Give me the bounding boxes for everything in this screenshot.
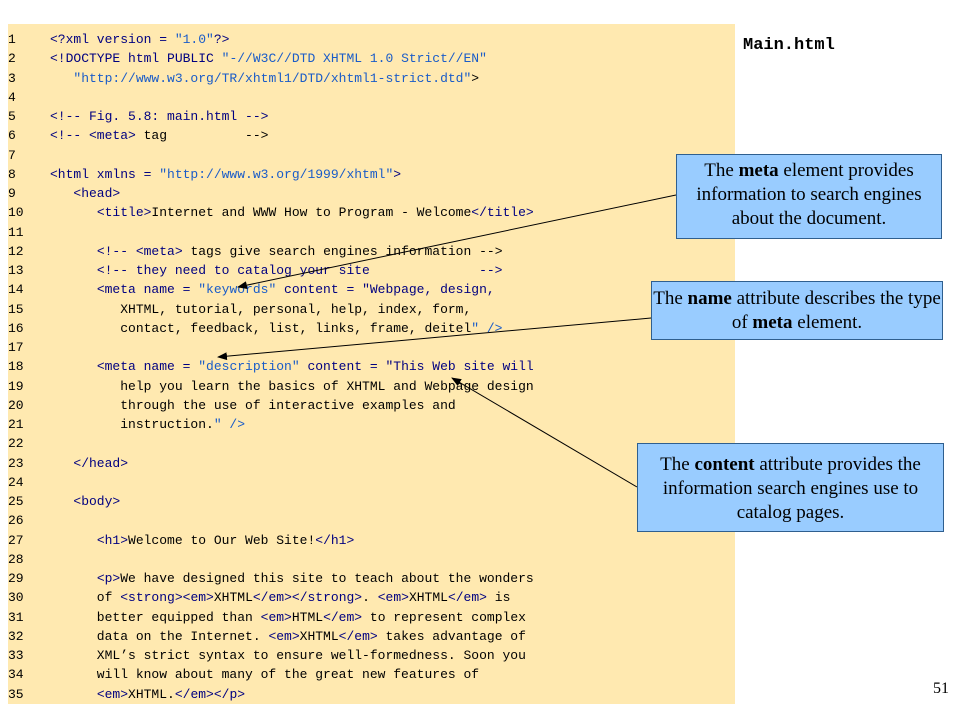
line-number: 27 xyxy=(8,532,24,548)
code-line: 13 <!-- they need to catalog your site -… xyxy=(8,263,502,278)
callout-meta: The meta element provides information to… xyxy=(676,154,942,239)
code-line: 29 <p>We have designed this site to teac… xyxy=(8,571,534,586)
line-number: 7 xyxy=(8,147,16,163)
callout-name-pre: The xyxy=(653,288,688,309)
page-number: 51 xyxy=(933,680,949,697)
line-number: 15 xyxy=(8,301,24,317)
line-number: 34 xyxy=(8,667,24,683)
code-line: 12 <!-- <meta> tags give search engines … xyxy=(8,244,503,259)
callout-meta-post: element provides information to search e… xyxy=(696,160,922,229)
code-line: 1<?xml version = "1.0"?> xyxy=(8,32,229,47)
code-line: 35 <em>XHTML.</em></p> xyxy=(8,687,245,702)
line-number: 5 xyxy=(8,109,16,124)
code-line: 22 xyxy=(8,436,50,451)
code-line: 23 </head> xyxy=(8,456,128,471)
callout-meta-keyword: meta xyxy=(738,160,779,181)
callout-name-keyword2: meta xyxy=(752,312,793,333)
line-number: 2 xyxy=(8,51,16,67)
line-number: 18 xyxy=(8,359,24,375)
code-line: 32 data on the Internet. <em>XHTML</em> … xyxy=(8,629,526,644)
code-line: 24 xyxy=(8,475,50,490)
code-line: 14 <meta name = "keywords" content = "We… xyxy=(8,282,495,297)
arrow-name xyxy=(217,317,652,361)
callout-name-post: element. xyxy=(792,312,863,333)
line-number: 31 xyxy=(8,609,24,625)
callout-name: The name attribute describes the type of… xyxy=(651,281,943,340)
line-number: 6 xyxy=(8,128,16,144)
code-line: 19 help you learn the basics of XHTML an… xyxy=(8,379,534,394)
code-line: 3 "http://www.w3.org/TR/xhtml1/DTD/xhtml… xyxy=(8,71,479,86)
line-number: 13 xyxy=(8,263,24,278)
line-number: 23 xyxy=(8,455,24,471)
callout-content-keyword: content xyxy=(694,454,755,475)
code-line: 31 better equipped than <em>HTML</em> to… xyxy=(8,610,526,625)
callout-meta-pre: The xyxy=(704,160,739,181)
code-line: 20 through the use of interactive exampl… xyxy=(8,398,456,413)
line-number: 12 xyxy=(8,243,24,259)
code-panel xyxy=(8,24,735,704)
line-number: 22 xyxy=(8,436,24,452)
code-line: 33 XML’s strict syntax to ensure well-fo… xyxy=(8,648,526,663)
line-number: 26 xyxy=(8,513,24,529)
file-title: Main.html xyxy=(743,36,835,55)
line-number: 14 xyxy=(8,282,24,298)
line-number: 3 xyxy=(8,70,16,86)
line-number: 25 xyxy=(8,494,24,509)
code-line: 5<!-- Fig. 5.8: main.html --> xyxy=(8,109,268,124)
code-line: 34 will know about many of the great new… xyxy=(8,667,479,682)
code-line: 21 instruction." /> xyxy=(8,417,245,432)
callout-content-pre: The xyxy=(660,454,695,475)
code-line: 28 xyxy=(8,552,50,567)
code-line: 25 <body> xyxy=(8,494,120,509)
code-line: 2<!DOCTYPE html PUBLIC "-//W3C//DTD XHTM… xyxy=(8,51,487,66)
code-line: 17 xyxy=(8,340,50,355)
line-number: 28 xyxy=(8,551,24,567)
code-line: 9 <head> xyxy=(8,186,120,201)
code-line: 27 <h1>Welcome to Our Web Site!</h1> xyxy=(8,533,354,548)
callout-name-keyword: name xyxy=(687,288,732,309)
line-number: 8 xyxy=(8,166,16,182)
callout-content-post: attribute provides the information searc… xyxy=(662,454,921,523)
line-number: 21 xyxy=(8,417,24,432)
code-line: 11 xyxy=(8,225,50,240)
line-number: 16 xyxy=(8,320,24,336)
code-line: 7 xyxy=(8,148,50,163)
line-number: 32 xyxy=(8,628,24,644)
code-line: 15 XHTML, tutorial, personal, help, inde… xyxy=(8,302,471,317)
code-line: 10 <title>Internet and WWW How to Progra… xyxy=(8,205,534,220)
code-line: 26 xyxy=(8,513,50,528)
callout-name-mid: attribute describes the type of xyxy=(731,288,941,333)
line-number: 1 xyxy=(8,32,16,47)
code-line: 8<html xmlns = "http://www.w3.org/1999/x… xyxy=(8,167,401,182)
arrow-content xyxy=(451,377,638,488)
line-number: 11 xyxy=(8,224,24,240)
code-line: 4 xyxy=(8,90,50,105)
code-line: 16 contact, feedback, list, links, frame… xyxy=(8,321,503,336)
line-number: 33 xyxy=(8,648,24,663)
callout-content: The content attribute provides the infor… xyxy=(637,443,944,532)
code-line: 6<!-- <meta> tag --> xyxy=(8,128,268,143)
line-number: 20 xyxy=(8,397,24,413)
code-listing: 1<?xml version = "1.0"?> 2<!DOCTYPE html… xyxy=(8,30,534,704)
line-number: 19 xyxy=(8,378,24,394)
line-number: 24 xyxy=(8,474,24,490)
line-number: 35 xyxy=(8,686,24,702)
line-number: 17 xyxy=(8,340,24,355)
code-line: 18 <meta name = "description" content = … xyxy=(8,359,534,374)
code-line: 30 of <strong><em>XHTML</em></strong>. <… xyxy=(8,590,510,605)
line-number: 30 xyxy=(8,590,24,606)
line-number: 29 xyxy=(8,571,24,586)
arrow-meta xyxy=(237,194,677,290)
line-number: 9 xyxy=(8,186,16,201)
line-number: 10 xyxy=(8,205,24,221)
line-number: 4 xyxy=(8,89,16,105)
